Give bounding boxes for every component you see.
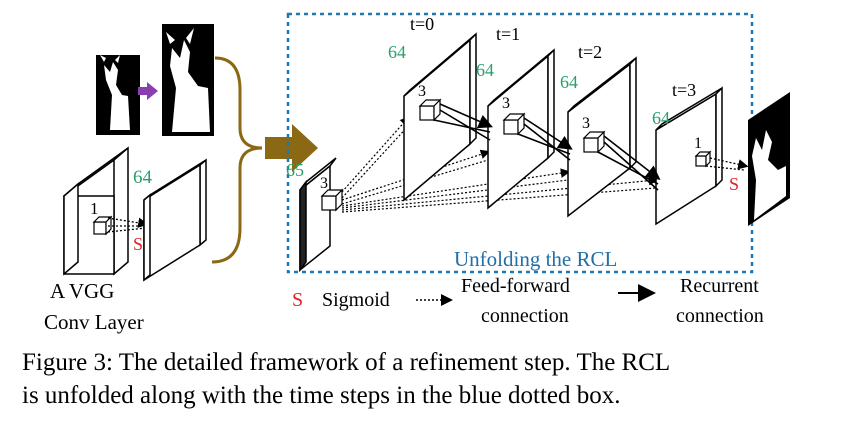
legend-recurrent-line1: Recurrent bbox=[680, 275, 759, 297]
vgg-kernel-label: 1 bbox=[90, 199, 99, 218]
rcl-input-kernel-cube bbox=[320, 188, 344, 212]
rcl-kernel-cube-t2 bbox=[582, 130, 606, 154]
legend-sigmoid-symbol: S bbox=[292, 289, 303, 311]
rcl-kernel-cube-t1 bbox=[502, 112, 526, 136]
rcl-box-label: Unfolding the RCL bbox=[454, 247, 617, 271]
vgg-kernel-cube bbox=[92, 215, 113, 236]
output-sigmoid-label: S bbox=[729, 174, 739, 194]
rcl-input-kernel-label: 3 bbox=[320, 175, 328, 192]
vgg-feedforward-arrows bbox=[107, 217, 149, 233]
vgg-label-line2: Conv Layer bbox=[44, 310, 144, 334]
purple-arrow-icon bbox=[138, 82, 158, 100]
vgg-sigmoid-label: S bbox=[133, 234, 143, 254]
time-label-t1: t=1 bbox=[496, 24, 520, 44]
big-arrow-icon bbox=[265, 124, 318, 172]
channels-label-t2: 64 bbox=[560, 72, 578, 92]
kernel-label-t1: 3 bbox=[502, 95, 510, 112]
caption-line1: Figure 3: The detailed framework of a re… bbox=[22, 349, 671, 376]
legend-sigmoid-label: Sigmoid bbox=[322, 289, 390, 311]
rcl-input-channels-label: 65 bbox=[286, 160, 304, 180]
rcl-kernel-cube-t0 bbox=[418, 98, 442, 122]
kernel-label-t3: 1 bbox=[694, 135, 702, 152]
caption-line2: is unfolded along with the time steps in… bbox=[22, 382, 621, 409]
refined-saliency-map bbox=[162, 24, 214, 136]
vgg-channels-label: 64 bbox=[133, 167, 153, 188]
legend-feedforward-line2: connection bbox=[481, 305, 569, 327]
vgg-output-slab bbox=[143, 158, 207, 282]
refinement-diagram: 64 1 S 65 3 bbox=[44, 12, 790, 334]
vgg-label-line1: A VGG bbox=[50, 279, 114, 303]
brace-icon bbox=[211, 56, 263, 264]
time-label-t2: t=2 bbox=[578, 42, 602, 62]
rcl-slab-t0 bbox=[403, 32, 477, 202]
figure-caption: Figure 3: The detailed framework of a re… bbox=[22, 346, 822, 412]
legend-recurrent-line2: connection bbox=[676, 305, 764, 327]
rcl-kernel-cube-t3 bbox=[694, 150, 712, 168]
legend-feedforward-line1: Feed-forward bbox=[461, 275, 570, 297]
input-saliency-map bbox=[96, 55, 140, 135]
channels-label-t3: 64 bbox=[652, 108, 670, 128]
output-saliency-map bbox=[748, 92, 790, 226]
kernel-label-t0: 3 bbox=[418, 83, 426, 100]
channels-label-t1: 64 bbox=[476, 60, 494, 80]
legend: S Sigmoid Feed-forward connection Recurr… bbox=[292, 275, 764, 327]
rcl-input-slab bbox=[299, 157, 337, 273]
time-label-t0: t=0 bbox=[410, 14, 434, 34]
recurrent-connections bbox=[433, 103, 661, 191]
time-label-t3: t=3 bbox=[672, 80, 696, 100]
rcl-slab-t3 bbox=[655, 86, 723, 226]
channels-label-t0: 64 bbox=[388, 42, 406, 62]
kernel-label-t2: 3 bbox=[582, 115, 590, 132]
